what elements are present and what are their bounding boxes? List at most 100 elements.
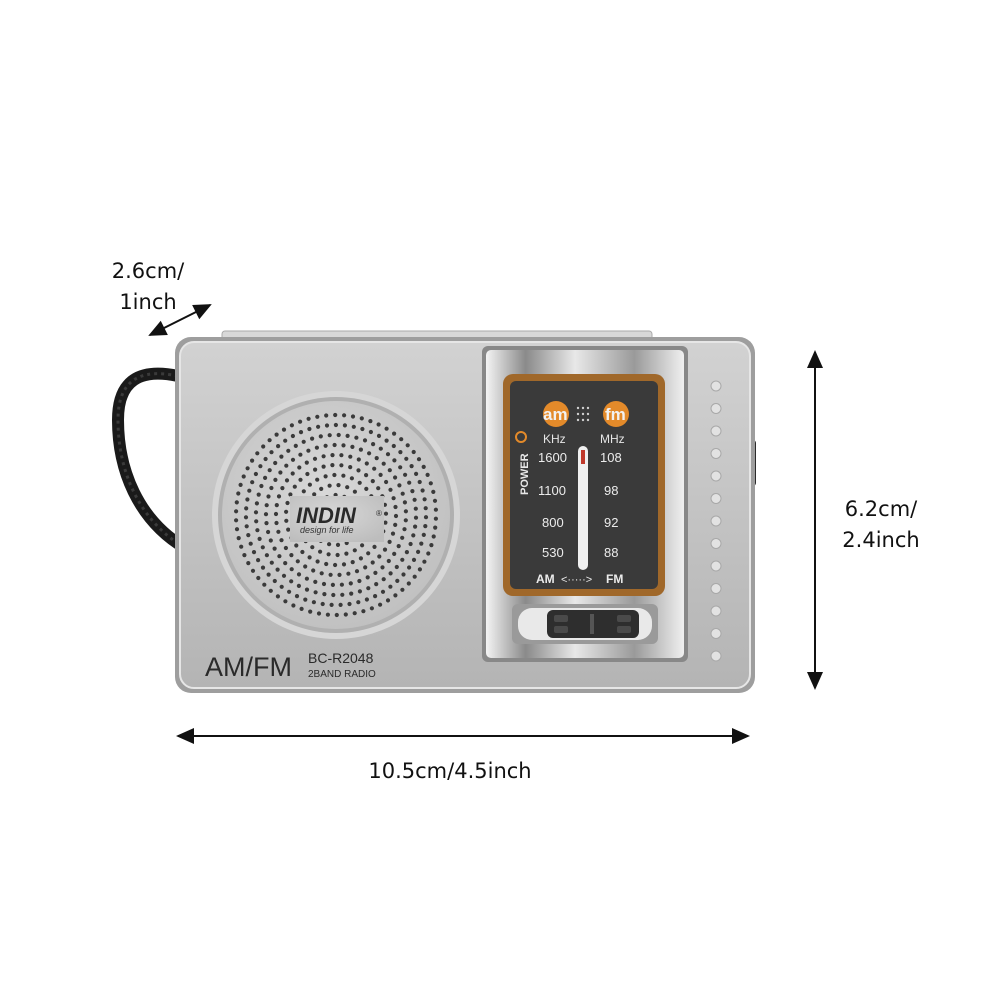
side-dot <box>710 650 722 662</box>
speaker-hole <box>323 474 328 479</box>
band-slide-switch[interactable] <box>512 604 658 644</box>
speaker-hole <box>423 515 429 520</box>
speaker-hole <box>399 437 404 442</box>
speaker-hole <box>263 512 269 517</box>
speaker-hole <box>284 518 289 523</box>
speaker-hole <box>300 549 305 555</box>
speaker-hole <box>409 464 414 469</box>
speaker-hole <box>373 570 378 576</box>
speaker-hole <box>360 543 365 548</box>
fm-unit: MHz <box>600 432 625 446</box>
speaker-hole <box>357 589 362 594</box>
speaker-hole <box>296 583 301 589</box>
speaker-hole <box>313 579 318 585</box>
speaker-hole <box>289 553 294 558</box>
speaker-hole <box>329 602 334 608</box>
speaker-hole <box>301 439 306 444</box>
speaker-hole <box>276 444 281 449</box>
fm-scale-4: 88 <box>604 545 618 560</box>
speaker-hole <box>234 509 239 514</box>
speaker-hole <box>401 572 406 577</box>
speaker-hole <box>243 515 249 520</box>
am-scale-4: 530 <box>542 545 564 560</box>
brand-registered-mark: ® <box>376 509 382 518</box>
side-dot <box>710 538 722 549</box>
speaker-hole <box>405 443 410 448</box>
dial-grid-dot <box>576 406 580 410</box>
speaker-hole <box>324 423 330 428</box>
speaker-hole <box>298 452 303 457</box>
speaker-hole <box>250 458 255 463</box>
speaker-hole <box>286 527 291 532</box>
speaker-hole <box>319 571 324 576</box>
fm-scale-1: 108 <box>600 450 622 465</box>
speaker-hole <box>258 464 263 469</box>
dial-grid-dots <box>576 406 590 422</box>
speaker-hole <box>322 592 327 597</box>
speaker-hole <box>417 567 422 572</box>
speaker-hole <box>376 422 381 427</box>
speaker-hole <box>429 543 434 548</box>
speaker-hole <box>423 506 428 511</box>
speaker-hole <box>245 497 250 502</box>
speaker-hole <box>333 422 338 428</box>
speaker-hole <box>304 587 310 592</box>
speaker-hole <box>281 427 287 432</box>
speaker-hole <box>387 468 392 473</box>
model-number: BC-R2048 <box>308 650 374 666</box>
speaker-hole <box>248 541 253 546</box>
speaker-hole <box>256 558 261 563</box>
dial-grid-dot <box>586 412 590 416</box>
speaker-hole <box>398 465 403 470</box>
speaker-hole <box>420 488 425 493</box>
speaker-hole <box>298 477 303 482</box>
fm-scale-3: 92 <box>604 515 618 530</box>
speaker-hole <box>346 571 351 576</box>
speaker-hole <box>330 463 335 468</box>
speaker-hole <box>358 556 363 561</box>
band-label: AM/FM <box>205 652 292 682</box>
side-dot <box>710 515 722 527</box>
speaker-hole <box>400 557 405 562</box>
side-decor-dots <box>710 380 722 662</box>
speaker-hole <box>377 554 382 559</box>
speaker-hole <box>267 468 272 473</box>
speaker-hole <box>393 504 398 510</box>
speaker-hole <box>382 547 388 552</box>
speaker-hole <box>388 487 393 492</box>
power-indicator-icon <box>515 431 527 443</box>
speaker-hole <box>391 443 396 449</box>
height-dimension-line2: 2.4inch <box>842 528 920 552</box>
speaker-hole <box>403 518 408 523</box>
speaker-hole <box>422 497 427 502</box>
speaker-hole <box>364 597 369 602</box>
depth-dimension-label: 2.6cm/ 1inch <box>98 256 198 318</box>
speaker-hole <box>393 522 398 528</box>
speaker-hole <box>284 478 290 483</box>
speaker-hole <box>366 586 371 591</box>
speaker-hole <box>327 433 332 438</box>
speaker-hole <box>368 419 373 424</box>
speaker-hole <box>313 467 318 472</box>
speaker-hole <box>325 612 330 617</box>
speaker-hole <box>402 527 407 532</box>
speaker-hole <box>383 511 389 516</box>
side-dot <box>710 403 722 414</box>
speaker-hole <box>315 477 320 482</box>
speaker-hole <box>314 445 319 450</box>
speaker-hole <box>372 544 377 550</box>
speaker-hole <box>350 560 355 565</box>
speaker-hole <box>338 602 343 608</box>
speaker-hole <box>384 426 389 431</box>
speaker-hole <box>272 578 277 584</box>
speaker-hole <box>333 562 338 568</box>
speaker-hole <box>364 486 369 491</box>
side-dot <box>710 605 722 617</box>
speaker-hole <box>292 484 297 489</box>
side-dot <box>710 628 722 639</box>
am-label: am <box>543 405 568 424</box>
speaker-hole <box>357 578 362 584</box>
speaker-hole <box>311 568 316 573</box>
speaker-hole <box>336 432 341 438</box>
